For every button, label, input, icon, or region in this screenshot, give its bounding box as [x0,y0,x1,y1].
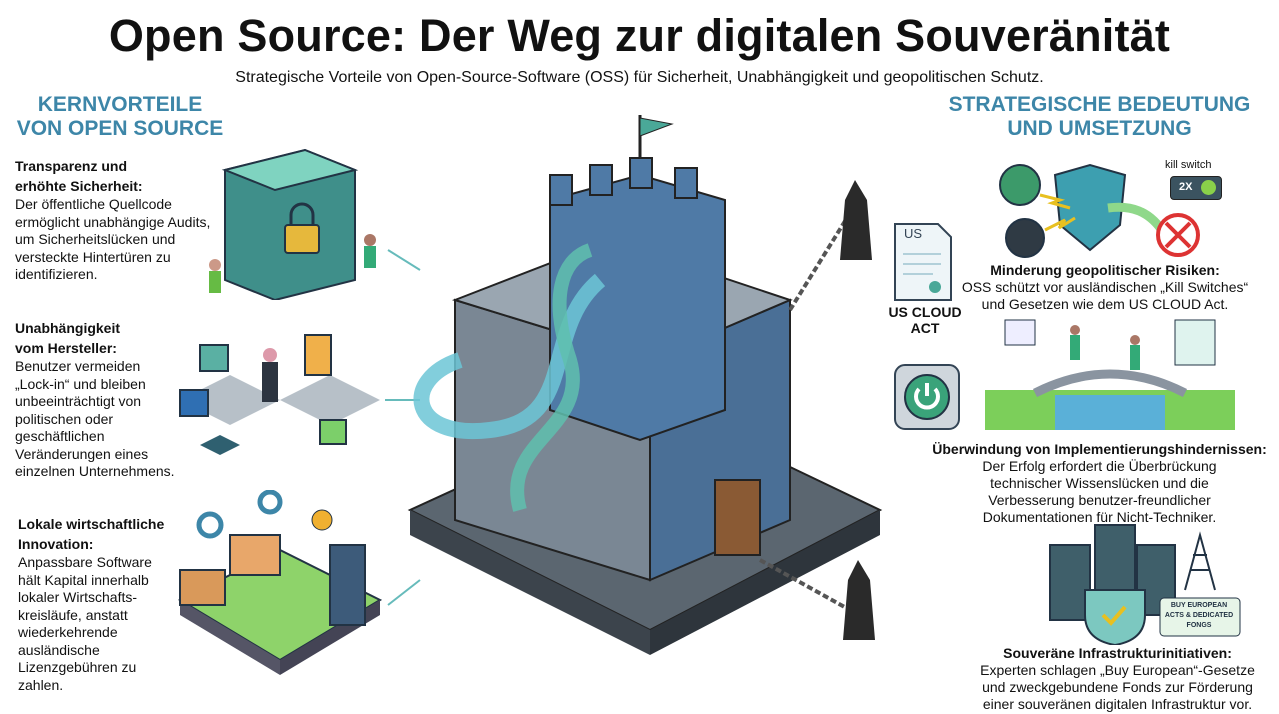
buy-european-tag-text: BUY EUROPEAN ACTS & DEDICATED FONGS [1164,602,1234,629]
page-subtitle: Strategische Vorteile von Open-Source-So… [235,69,1044,86]
geopolitical-shield-illustration [999,163,1200,258]
us-doc-label: US [904,226,923,241]
vendor-independence-illustration [179,334,380,455]
left-section-heading: KERNVORTEILE VON OPEN SOURCE [0,93,240,141]
benefit-innovation: Lokale wirtschaftliche Innovation: Anpas… [18,514,193,694]
benefit-title: Unabhängigkeit vom Hersteller: [15,320,121,356]
hooded-figure-icon [840,180,872,260]
castle-illustration [407,115,883,655]
castle-door [714,479,761,556]
lightning-icon [1039,193,1071,210]
skull-icon [1005,218,1045,258]
benefit-text: Anpassbare Software hält Kapital innerha… [18,554,152,693]
benefit-transparency: Transparenz und erhöhte Sicherheit: Der … [15,156,215,284]
coin-icon [311,509,333,531]
benefit-title: Lokale wirtschaftliche Innovation: [18,516,165,552]
hooded-figure-icon [843,560,875,640]
chain [759,558,851,612]
benefit-title: Transparenz und erhöhte Sicherheit: [15,158,143,194]
book-icon [1004,319,1036,346]
hacker-icon [999,164,1041,206]
benefit-text: Benutzer vermeiden „Lock-in“ und bleiben… [15,358,175,479]
checklist-icon [1174,319,1216,366]
strategy-title: Minderung geopolitischer Risiken: [990,262,1220,278]
right-section-heading: STRATEGISCHE BEDEUTUNG UND UMSETZUNG [920,93,1279,141]
right-heading-line1: STRATEGISCHE BEDEUTUNG [948,93,1251,116]
bridge-illustration [985,319,1235,430]
page-title: Open Source: Der Weg zur digitalen Souve… [108,10,1171,61]
strategy-implementation: Überwindung von Implementierungshinderni… [920,440,1279,526]
kill-switch-value: 2X [1179,181,1193,193]
gear-icon [196,511,224,539]
left-heading-line1: KERNVORTEILE [37,93,203,116]
left-heading-line2: VON OPEN SOURCE [16,117,224,140]
strategy-geopolitical: Minderung geopolitischer Risiken: OSS sc… [945,261,1265,313]
flag-icon [639,117,674,137]
toggle-knob [1201,180,1216,195]
power-button-icon [894,364,960,430]
antenna-tower-icon [1184,531,1216,591]
strategy-text: Experten schlagen „Buy European“-Gesetze… [980,662,1255,712]
kill-switch-label: kill switch [1165,159,1212,171]
gear-icon [257,490,283,515]
lightning-icon [1044,216,1076,232]
local-economy-illustration [177,490,383,675]
us-cloud-act-label: US CLOUD ACT [888,304,962,336]
strategy-text: OSS schützt vor ausländischen „Kill Swit… [961,279,1249,312]
us-cloud-act-document-icon [894,223,952,301]
padlock-icon [284,224,320,254]
kill-switch-toggle: 2X [1170,176,1222,200]
strategy-title: Überwindung von Implementierungshinderni… [932,441,1267,457]
benefit-text: Der öffentliche Quellcode ermöglicht una… [15,196,211,282]
right-heading-line2: UND UMSETZUNG [1007,117,1192,140]
strategy-infrastructure: Souveräne Infrastrukturinitiativen: Expe… [975,644,1260,713]
server-icon [1049,544,1091,621]
benefit-independence: Unabhängigkeit vom Hersteller: Benutzer … [15,318,180,481]
security-audit-illustration [209,148,376,300]
strategy-text: Der Erfolg erfordert die Überbrückung te… [982,458,1217,525]
sovereign-infrastructure-illustration [1049,524,1241,645]
buy-european-tag [1159,597,1241,637]
strategy-title: Souveräne Infrastrukturinitiativen: [1003,645,1232,661]
